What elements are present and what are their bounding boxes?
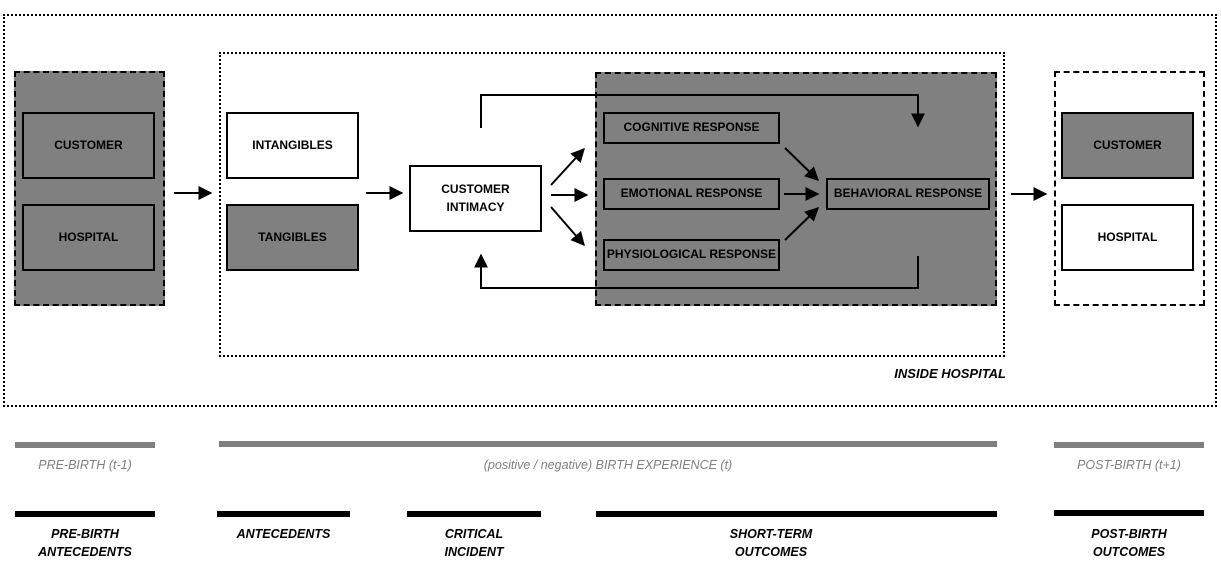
cognitive-response-box: COGNITIVE RESPONSE [603, 112, 780, 144]
inside-hospital-label: INSIDE HOSPITAL [894, 366, 1006, 381]
antecedents-bar [217, 511, 350, 517]
arrow-cognitive-to-behavioral [784, 147, 820, 181]
outer-frame [3, 14, 1217, 407]
short-term-outcomes-label: SHORT-TERM OUTCOMES [729, 527, 813, 559]
emotional-response-box: EMOTIONAL RESPONSE [603, 178, 780, 210]
post-birth-outcomes-bar [1054, 510, 1204, 516]
post-birth-outcomes-label: POST-BIRTH OUTCOMES [1091, 527, 1167, 559]
pre-birth-timeline-label: PRE-BIRTH (t-1) [38, 458, 132, 472]
post-birth-timeline-label: POST-BIRTH (t+1) [1077, 458, 1181, 472]
feedback-arrow-bottom [474, 253, 919, 289]
arrow-intimacy-to-cognitive [550, 147, 585, 186]
pre-birth-customer-box: CUSTOMER [22, 112, 155, 179]
post-birth-timeline-bar [1054, 442, 1204, 448]
critical-incident-bar [407, 511, 541, 517]
intangibles-box: INTANGIBLES [226, 112, 359, 179]
arrow-physiological-to-behavioral [784, 207, 820, 241]
short-term-outcomes-bar [596, 511, 997, 517]
behavioral-response-box: BEHAVIORAL RESPONSE [826, 178, 990, 210]
post-birth-hospital-box: HOSPITAL [1061, 204, 1194, 271]
post-birth-customer-box: CUSTOMER [1061, 112, 1194, 179]
birth-experience-timeline-bar [219, 441, 997, 447]
tangibles-box: TANGIBLES [226, 204, 359, 271]
antecedents-label: ANTECEDENTS [236, 527, 331, 541]
customer-intimacy-box: CUSTOMER INTIMACY [409, 165, 542, 232]
critical-incident-label: CRITICAL INCIDENT [444, 527, 504, 559]
birth-experience-timeline-label: (positive / negative) BIRTH EXPERIENCE (… [483, 458, 733, 472]
arrow-intimacy-to-physiological [550, 206, 585, 247]
inside-hospital-region [219, 52, 1005, 357]
pre-birth-hospital-box: HOSPITAL [22, 204, 155, 271]
pre-birth-antecedents-label: PRE-BIRTH ANTECEDENTS [38, 527, 132, 559]
feedback-arrow-top [480, 94, 925, 128]
pre-birth-timeline-bar [15, 442, 155, 448]
physiological-response-box: PHYSIOLOGICAL RESPONSE [603, 239, 780, 271]
pre-birth-antecedents-bar [15, 511, 155, 517]
